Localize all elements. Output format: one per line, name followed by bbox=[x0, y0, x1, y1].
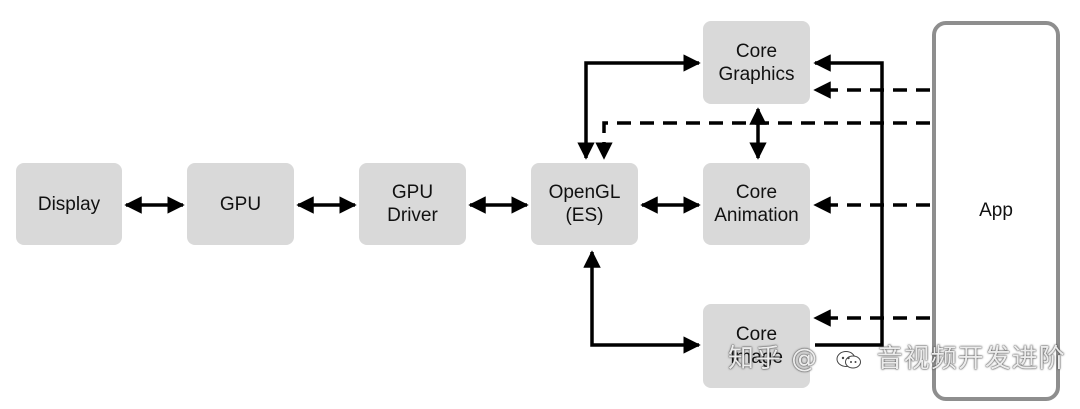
node-core-animation-label: Core Animation bbox=[714, 182, 799, 226]
watermark-name: 音视频开发进阶 bbox=[876, 344, 1066, 374]
node-core-image: Core Image bbox=[703, 304, 810, 388]
node-core-animation: Core Animation bbox=[703, 163, 810, 245]
node-core-graphics-label: Core Graphics bbox=[718, 40, 795, 85]
node-gpu-driver: GPU Driver bbox=[359, 163, 466, 245]
node-core-image-label: Core Image bbox=[730, 324, 783, 368]
node-opengl-label: OpenGL (ES) bbox=[548, 182, 621, 226]
node-gpu-label: GPU bbox=[219, 193, 262, 215]
node-app: App bbox=[932, 21, 1060, 401]
node-gpu-driver-label: GPU Driver bbox=[387, 182, 438, 226]
dashed-app-opengl bbox=[595, 121, 930, 160]
wechat-icon bbox=[836, 350, 861, 368]
node-gpu: GPU bbox=[187, 163, 294, 245]
node-opengl: OpenGL (ES) bbox=[531, 163, 638, 245]
watermark: 知乎 @ 音视频开发进阶 bbox=[728, 338, 1066, 375]
arrow-opengl-coregraphics bbox=[577, 54, 701, 160]
node-display-label: Display bbox=[37, 193, 101, 215]
node-core-graphics: Core Graphics bbox=[703, 21, 810, 104]
watermark-prefix: 知乎 @ bbox=[728, 344, 819, 374]
node-app-label: App bbox=[979, 200, 1013, 221]
node-display: Display bbox=[16, 163, 122, 245]
arrow-opengl-coreimage bbox=[583, 250, 701, 354]
